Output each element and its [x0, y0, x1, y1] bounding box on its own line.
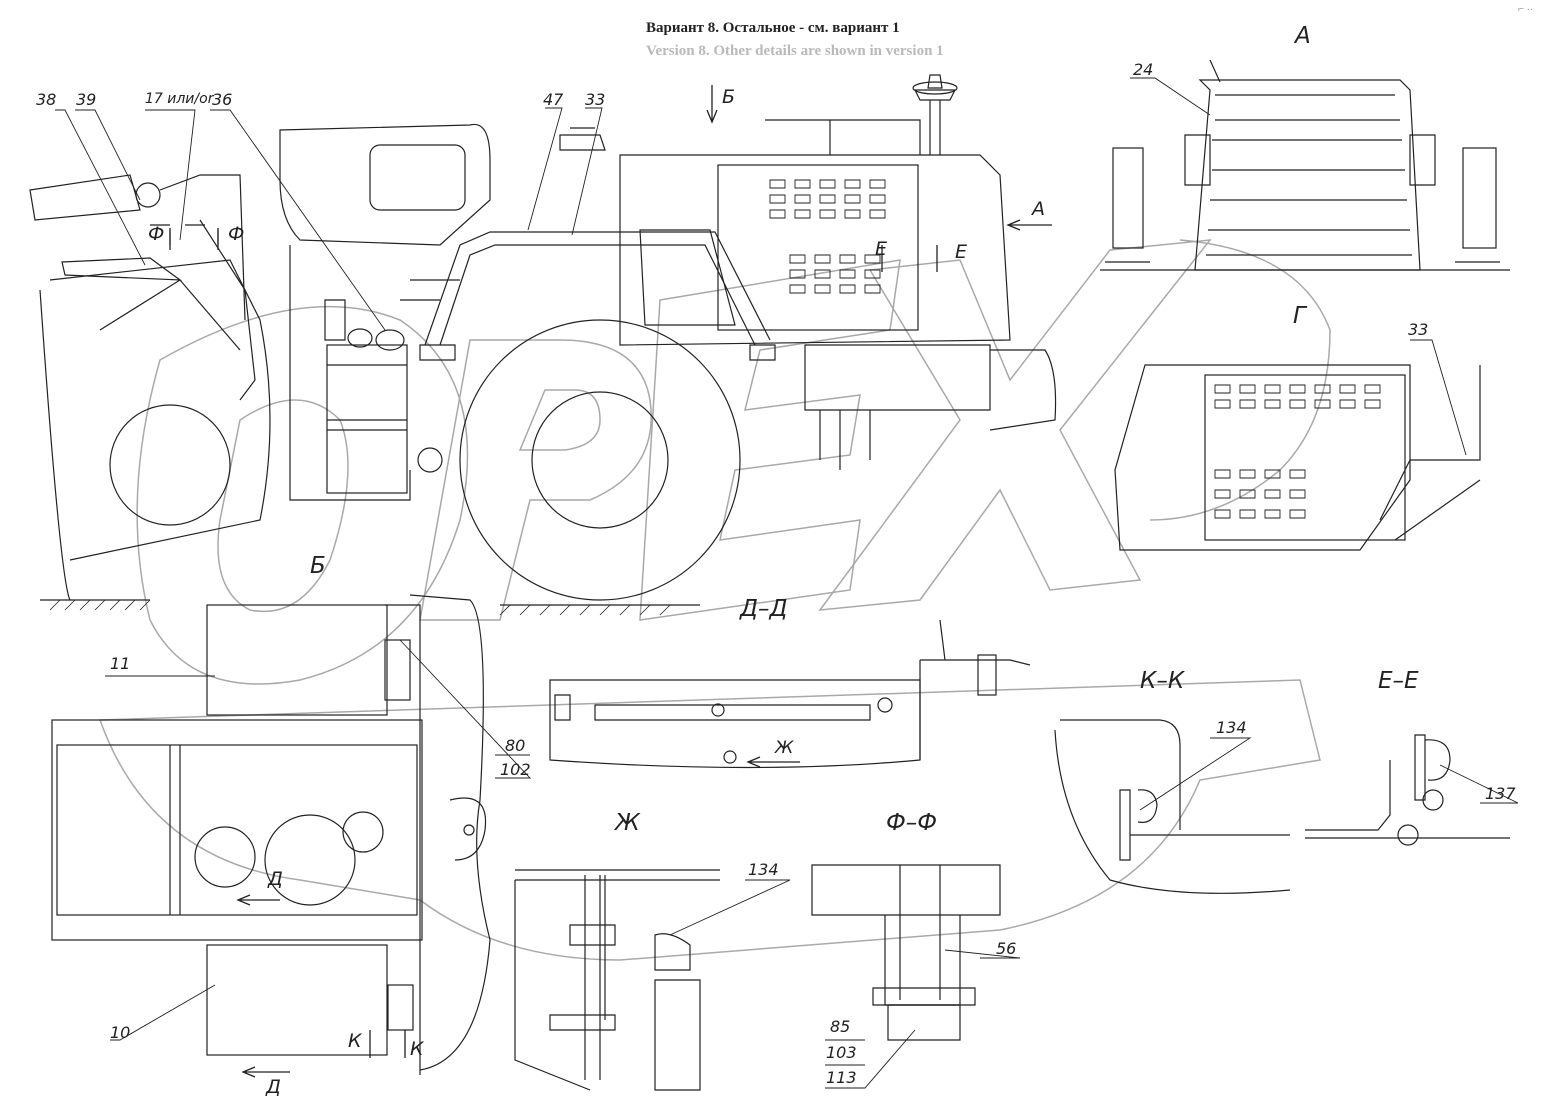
callout-102: 102 [500, 760, 531, 779]
callout-137: 137 [1485, 784, 1516, 803]
callout-39: 39 [76, 90, 97, 109]
marker-f-right: Ф [228, 223, 245, 245]
callout-85: 85 [830, 1017, 851, 1036]
view-label-a: А [1295, 23, 1311, 49]
view-arrows [169, 85, 1052, 1078]
callout-33b: 33 [1408, 320, 1429, 339]
view-label-dd: Д–Д [740, 596, 788, 622]
marker-b-arrow: Б [722, 86, 736, 108]
side-view-drawing [29, 74, 1057, 616]
marker-e-right: Е [955, 241, 968, 263]
callout-80: 80 [505, 736, 526, 755]
leader-lines [55, 77, 1519, 1089]
marker-d-top: Д [268, 868, 283, 890]
view-label-b: Б [310, 553, 326, 579]
callout-36: 36 [212, 90, 233, 109]
view-b-drawing [51, 594, 491, 1075]
view-label-kk: К–К [1140, 668, 1185, 694]
view-label-g: Г [1293, 303, 1306, 329]
callout-33: 33 [585, 90, 606, 109]
callout-47: 47 [543, 90, 564, 109]
corner-mark: ⌐ ·· [1518, 4, 1534, 15]
watermark-opex [98, 239, 1331, 961]
view-g-drawing [1114, 364, 1481, 551]
marker-k-left: К [348, 1030, 362, 1052]
section-ee-drawing [1305, 734, 1510, 846]
callout-10: 10 [110, 1023, 131, 1042]
section-kk-drawing [1054, 719, 1291, 894]
view-a-drawing [1100, 59, 1510, 271]
callout-24: 24 [1133, 60, 1154, 79]
callout-56: 56 [996, 939, 1017, 958]
callout-38: 38 [36, 90, 57, 109]
section-dd-drawing [549, 619, 1031, 769]
marker-f-left: Ф [148, 223, 165, 245]
section-zh-drawing [514, 869, 720, 1091]
marker-e-left: Е [875, 238, 888, 260]
marker-a-arrow: А [1032, 198, 1045, 220]
callout-11: 11 [110, 654, 131, 673]
drawing-title-ru: Вариант 8. Остальное - см. вариант 1 [646, 20, 900, 36]
callout-134b: 134 [748, 860, 779, 879]
callout-113: 113 [826, 1068, 857, 1087]
marker-zh-arrow: Ж [775, 738, 794, 758]
view-label-ff: Ф–Ф [886, 810, 938, 836]
marker-k-right: К [410, 1038, 424, 1060]
callout-17: 17 или/or [145, 91, 214, 107]
view-label-zh: Ж [615, 810, 640, 836]
marker-d-bottom: Д [266, 1076, 281, 1098]
drawing-title-en: Version 8. Other details are shown in ve… [646, 43, 944, 59]
callout-134a: 134 [1216, 718, 1247, 737]
callout-103: 103 [826, 1043, 857, 1062]
section-ff-drawing [811, 864, 1001, 1041]
view-label-ee: Е–Е [1378, 668, 1419, 694]
